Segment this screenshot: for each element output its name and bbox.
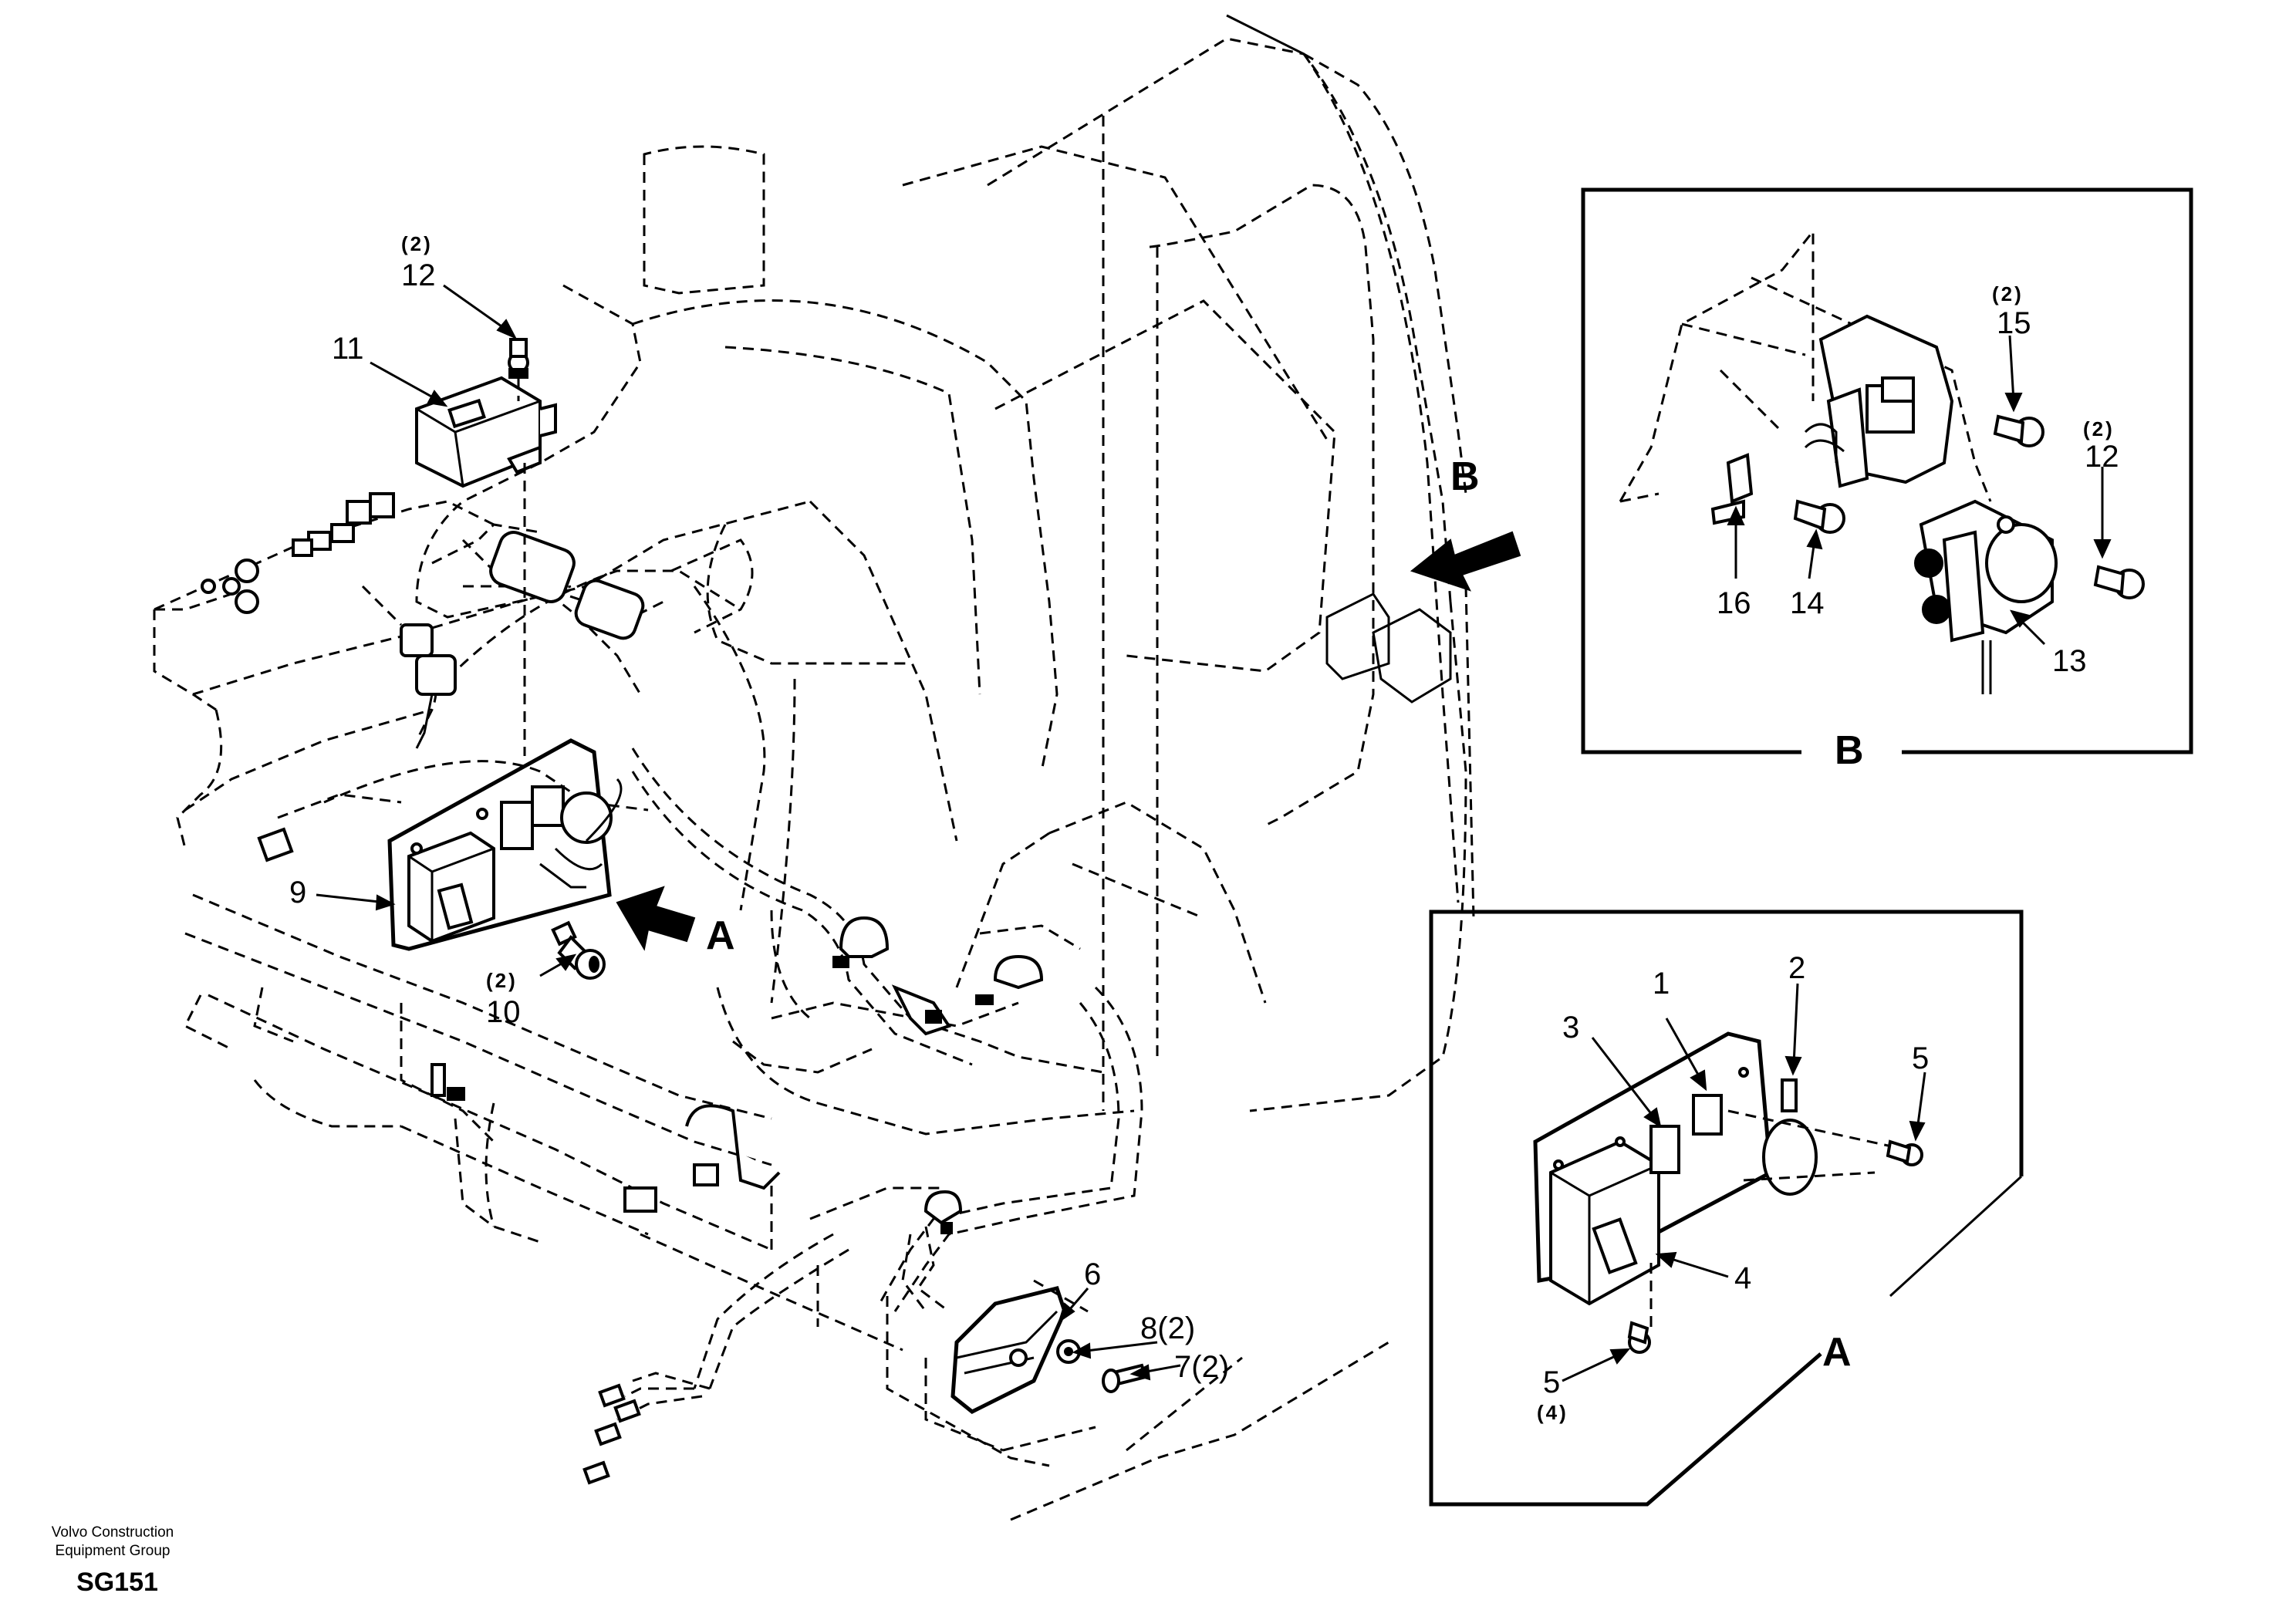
harness-clamps: [257, 827, 1044, 1234]
harness-connectors: [582, 1383, 641, 1485]
callout-12: 12: [401, 258, 436, 292]
company-line-2: Equipment Group: [56, 1543, 171, 1559]
callout-3: 3: [1562, 1011, 1579, 1045]
view-a-arrow-label: A: [706, 913, 735, 958]
callout-16: 16: [1717, 586, 1751, 620]
callout-5b-qty: (4): [1537, 1401, 1568, 1424]
callout-2: 2: [1788, 951, 1805, 985]
footer: Volvo Construction Equipment Group SG151: [52, 1524, 174, 1597]
callout-1: 1: [1653, 967, 1670, 1001]
part-9-controller: [387, 738, 623, 951]
callout-11: 11: [332, 332, 364, 366]
part-6-bracket: [950, 1286, 1067, 1414]
callout-labels: (2) 12 11 9 (2) 10 A 6 8(2) 7(2) B (2) 1…: [289, 232, 2119, 1424]
callout-12b-qty: (2): [2083, 417, 2115, 440]
part-12-screw-top: [508, 338, 529, 401]
part-10-bolt: [551, 920, 606, 980]
view-b-marker: [1325, 592, 1452, 704]
callout-15-qty: (2): [1992, 282, 2024, 305]
callout-6: 6: [1084, 1257, 1101, 1291]
callout-10: 10: [486, 995, 521, 1029]
callout-8: 8(2): [1140, 1311, 1195, 1345]
key-switch: [201, 492, 645, 749]
part-11-timer-relay: [415, 376, 557, 756]
callout-14: 14: [1790, 586, 1825, 620]
callout-15: 15: [1997, 306, 2031, 340]
callout-4: 4: [1734, 1261, 1751, 1295]
callout-5b: 5: [1543, 1365, 1560, 1399]
callout-10-qty: (2): [486, 969, 518, 992]
detail-b-label: B: [1835, 728, 1864, 773]
callout-13: 13: [2052, 644, 2087, 678]
company-line-1: Volvo Construction: [52, 1524, 174, 1541]
callout-12b: 12: [2085, 440, 2119, 474]
wiring-harness: [277, 631, 1143, 1421]
left-console-outline: [153, 500, 1389, 1521]
callout-5a: 5: [1912, 1041, 1929, 1075]
view-a-arrow: [616, 886, 696, 951]
callout-9: 9: [289, 876, 306, 910]
callout-12-qty: (2): [401, 232, 433, 255]
view-b-arrow-label: B: [1450, 454, 1480, 499]
seat-outline: [415, 145, 1267, 1136]
leader-lines: [316, 284, 1181, 1381]
cab-outline: [902, 14, 1475, 1112]
view-b-arrow: [1410, 531, 1521, 592]
detail-a-panel: [1429, 910, 2024, 1507]
detail-a-label: A: [1822, 1330, 1852, 1375]
drawing-code: SG151: [76, 1568, 158, 1597]
callout-7: 7(2): [1174, 1350, 1229, 1384]
detail-b-panel: [1581, 187, 2193, 754]
